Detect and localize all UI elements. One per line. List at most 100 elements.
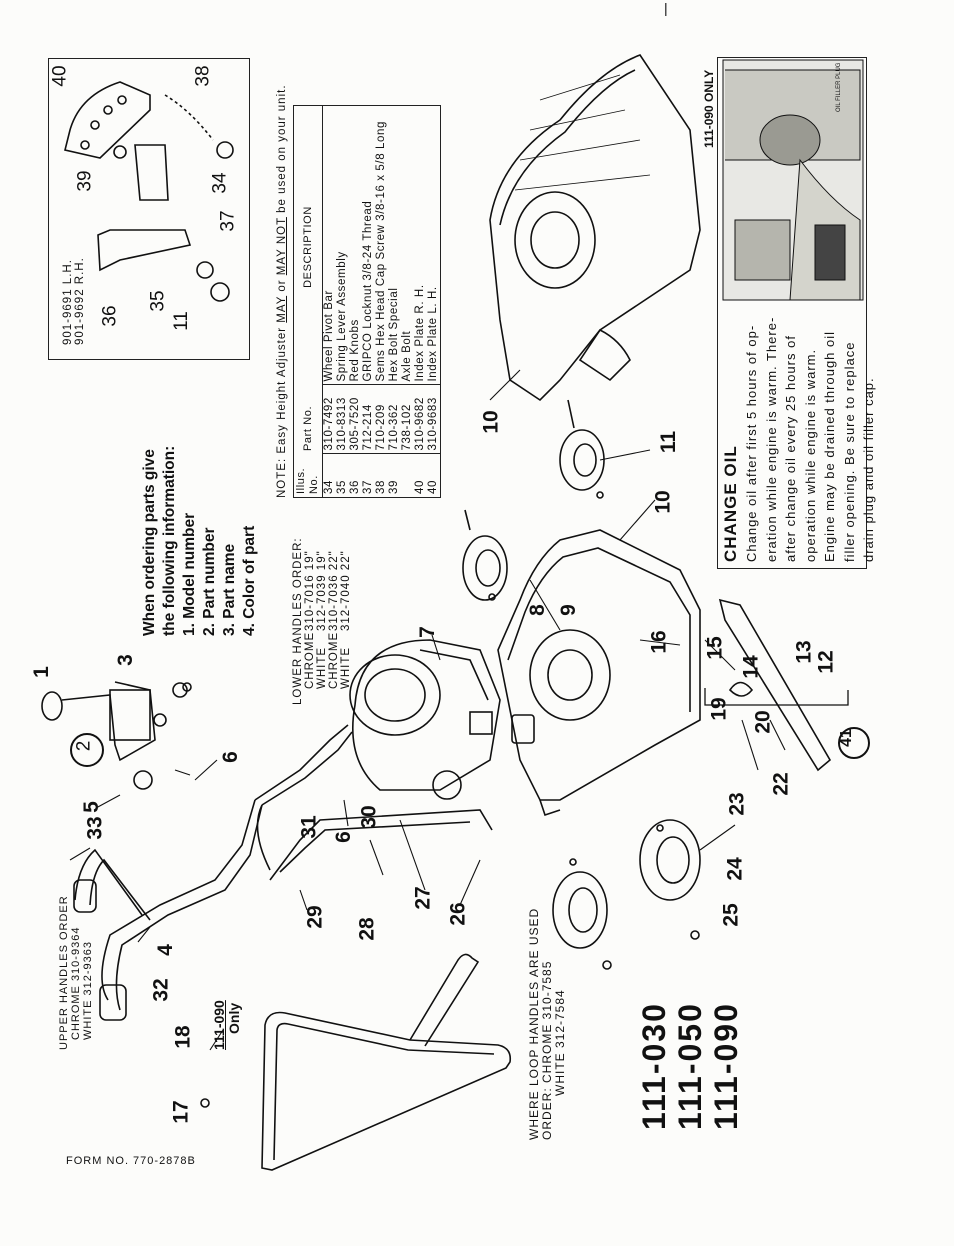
upper-handles-row: CHROME 310-9364 — [70, 926, 82, 1040]
lower-handles-order: LOWER HANDLES ORDER: CHROME310-7016 19" … — [292, 537, 352, 705]
only-tag-word: Only — [226, 1002, 242, 1034]
callout-25: 25 — [719, 903, 743, 927]
ordering-item: 4. Color of part — [241, 525, 258, 636]
cell-description: Axle Bolt — [401, 330, 413, 382]
loop-handle-drawing — [261, 953, 512, 1171]
callout-36: 36 — [99, 305, 121, 327]
cell-part-no: 710-209 — [375, 385, 388, 454]
ordering-item: 2. Part number — [201, 527, 218, 636]
callout-34: 34 — [209, 172, 231, 194]
cell-illus-no — [401, 454, 414, 497]
callout-19: 19 — [707, 697, 731, 721]
upper-handle-drawing — [73, 799, 263, 1021]
cell-part-no: 710-362 — [388, 385, 401, 454]
callout-35: 35 — [147, 290, 169, 312]
ordering-item: 3. Part name — [221, 543, 238, 636]
callout-16: 16 — [647, 630, 671, 654]
cell-part-no: 310-8313 — [336, 385, 349, 454]
cell-part-no: 738-102 — [401, 385, 414, 454]
col-header-part: Part No. — [294, 385, 323, 454]
blade-drawing — [704, 598, 849, 772]
cell-part-no: 305-7520 — [349, 385, 362, 454]
height-adjuster-note: NOTE: Easy Height Adjuster MAY or MAY NO… — [276, 84, 288, 498]
callout-17: 17 — [169, 1100, 193, 1124]
callout-33: 33 — [83, 816, 107, 840]
change-oil-box — [717, 57, 867, 569]
callout-14: 14 — [739, 655, 763, 679]
callout-5: 5 — [79, 801, 103, 813]
loop-handles-row: WHITE 312-7584 — [553, 989, 567, 1096]
upper-handles-order: UPPER HANDLES ORDER CHROME 310-9364 WHIT… — [58, 895, 94, 1050]
wheels-drawing — [462, 429, 701, 949]
cell-description: Hex Bolt Special — [388, 287, 400, 382]
lower-handles-part: 310-7036 22" — [328, 550, 340, 631]
callout-24: 24 — [723, 857, 747, 881]
callout-15: 15 — [703, 636, 727, 660]
cell-part-no: 310-7492 — [322, 385, 336, 454]
leader-lines — [69, 369, 786, 1051]
lower-handles-color: CHROME — [328, 631, 340, 689]
cell-description: GRIPCO Locknut 3/8-24 Thread — [362, 200, 374, 382]
callout-40: 40 — [49, 65, 71, 87]
callout-10a: 10 — [479, 410, 503, 434]
callout-31: 31 — [297, 815, 321, 839]
loop-handles-row: CHROME 310-7585 — [540, 960, 554, 1083]
mower-deck-drawing — [497, 529, 701, 817]
callout-23: 23 — [725, 792, 749, 816]
callout-2-circle — [70, 733, 104, 767]
change-oil-line: Engine may be drained through oil — [822, 330, 837, 562]
cell-description: Wheel Pivot Bar — [323, 290, 335, 382]
ordering-item: 1. Model number — [181, 512, 198, 636]
cell-illus-no: 40 — [427, 454, 440, 497]
index-plate-inset-frame — [48, 58, 250, 360]
model-number: 111-090 — [708, 1002, 744, 1130]
only-tag-model: 111-090 — [211, 1000, 227, 1050]
parts-table-row: 738-102 Axle Bolt — [401, 106, 414, 497]
callout-20: 20 — [751, 710, 775, 734]
upper-handles-title: UPPER HANDLES ORDER — [58, 895, 70, 1050]
oil-photo-drawing — [722, 59, 864, 301]
change-oil-text: CHANGE OIL Change oil after first 5 hour… — [720, 317, 879, 562]
lower-handles-title: LOWER HANDLES ORDER: — [292, 537, 304, 705]
ordering-heading: the following information: — [161, 445, 178, 636]
callout-11b: 11 — [170, 311, 192, 331]
callout-29: 29 — [303, 905, 327, 929]
callout-7: 7 — [415, 626, 439, 638]
form-number: FORM NO. 770-2878B — [66, 1155, 196, 1167]
ordering-heading: When ordering parts give — [141, 449, 158, 636]
callout-39: 39 — [74, 170, 96, 192]
callout-41-circle — [838, 727, 870, 759]
note-mid: or — [276, 275, 288, 296]
callout-38: 38 — [192, 65, 214, 87]
control-lever-drawing — [41, 681, 188, 790]
change-oil-line: after change oil every 25 hours of — [783, 335, 798, 562]
lower-handles-part: 312-7040 22" — [340, 550, 352, 631]
loop-handles-order: WHERE LOOP HANDLES ARE USED ORDER: CHROM… — [527, 908, 567, 1140]
callout-28: 28 — [355, 917, 379, 941]
ordering-info: When ordering parts give the following i… — [140, 446, 260, 636]
callout-26: 26 — [446, 902, 470, 926]
cell-illus-no: 38 — [375, 454, 388, 497]
lower-handles-part: 312-7039 19" — [316, 550, 328, 631]
only-tag: 111-090 Only — [211, 1000, 242, 1050]
callout-30: 30 — [357, 805, 381, 829]
oil-photo-caption: 111-090 ONLY — [702, 69, 716, 148]
lower-handles-color: WHITE — [316, 646, 328, 689]
cell-description: Spring Lever Assembly — [336, 251, 348, 382]
callout-22: 22 — [769, 772, 793, 796]
top-mark: | — [664, 0, 668, 16]
lower-handles-part: 310-7016 19" — [304, 550, 316, 631]
change-oil-title: CHANGE OIL — [721, 445, 740, 562]
cell-illus-no: 36 — [349, 454, 362, 497]
callout-37: 37 — [217, 210, 239, 232]
cell-illus-no: 40 — [414, 454, 427, 497]
